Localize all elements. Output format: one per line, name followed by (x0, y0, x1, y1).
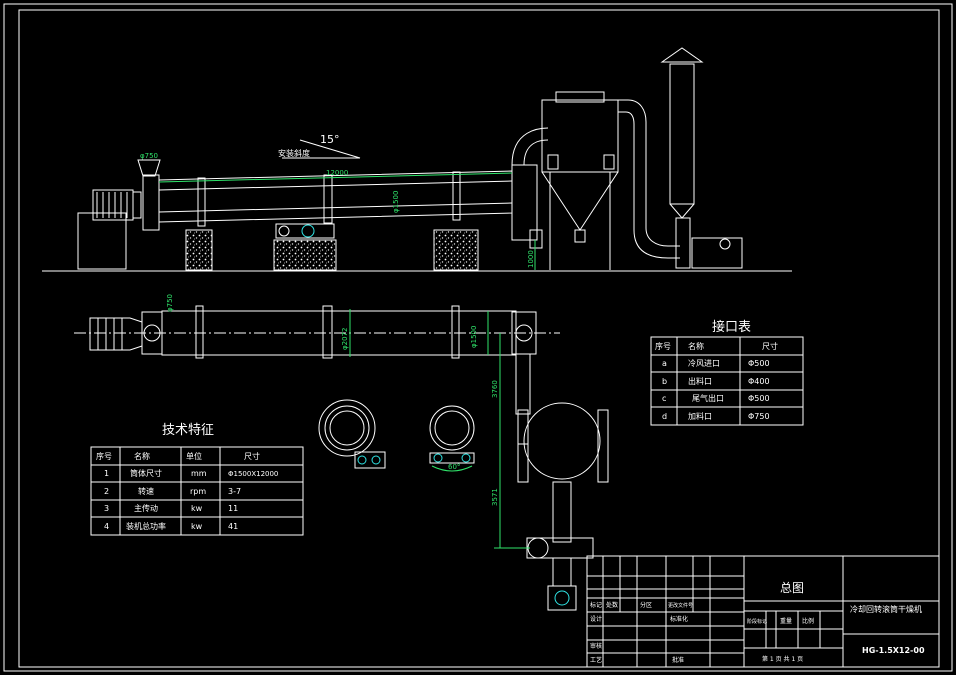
tb-zhongliang: 重量 (780, 617, 792, 625)
port-r3-c1: 加料口 (688, 411, 712, 421)
tb-fenqu: 分区 (640, 601, 652, 609)
inner-frame (18, 9, 940, 668)
port-r3-c0: d (662, 412, 667, 421)
gear-ring (323, 174, 333, 224)
tech-r2-c3: 11 (228, 504, 238, 513)
tech-r0-c1: 筒体尺寸 (130, 468, 162, 478)
tech-h2: 单位 (186, 451, 202, 461)
tech-h1: 名称 (134, 451, 150, 461)
tyre-ring-1 (197, 177, 206, 227)
tech-r3-c1: 装机总功率 (126, 521, 166, 531)
tyre-ring-2 (452, 171, 461, 221)
dim-height-3760: 3760 (491, 380, 499, 398)
section-gear (318, 399, 386, 469)
port-r1-c1: 出料口 (688, 376, 712, 386)
pier-drive (273, 239, 337, 271)
tb-biaozhunhua: 标准化 (670, 615, 688, 623)
tech-r1-c0: 2 (104, 487, 109, 496)
plan-view (74, 305, 609, 611)
tech-h0: 序号 (96, 451, 112, 461)
cyclone-plan (523, 402, 601, 480)
port-h1: 名称 (688, 341, 704, 351)
tb-drawing-title: 总图 (780, 581, 804, 595)
tech-r2-c0: 3 (104, 504, 109, 513)
port-h2: 尺寸 (762, 341, 778, 351)
duct-1 (511, 127, 549, 166)
tb-gongyi: 工艺 (590, 656, 602, 664)
dim-support-angle: 60° (448, 463, 460, 471)
tb-drawing-no: HG-1.5X12-00 (862, 646, 925, 655)
port-r2-c2: Φ500 (748, 394, 770, 403)
tb-gengai: 更改文件号 (668, 602, 693, 609)
port-r1-c0: b (662, 377, 667, 386)
outer-frame (3, 3, 953, 672)
duct-2 (618, 99, 680, 247)
tb-product-name: 冷却回转滚筒干燥机 (850, 604, 922, 614)
port-r1-c2: Φ400 (748, 377, 770, 386)
drum-elevation (158, 170, 513, 223)
dim-flange-dia: φ2072 (341, 328, 349, 350)
section-support (429, 405, 475, 472)
tech-r1-c3: 3-7 (228, 487, 241, 496)
tech-h3: 尺寸 (244, 451, 260, 461)
tech-r3-c3: 41 (228, 522, 238, 531)
tb-biaoji: 标记 (590, 601, 602, 609)
port-h0: 序号 (655, 341, 671, 351)
drive-motor (275, 223, 335, 239)
tech-table (90, 446, 304, 536)
dim-feed-dia-top: φ750 (140, 152, 158, 160)
tech-table-title: 技术特征 (162, 423, 214, 438)
title-block (586, 555, 940, 668)
exhaust-stack (669, 63, 695, 205)
tb-shenhe: 审核 (590, 642, 602, 650)
port-r3-c2: Φ750 (748, 412, 770, 421)
tb-pizhun: 批准 (672, 656, 684, 664)
dim-height-1000: 1000 (527, 250, 535, 268)
pier-1 (185, 229, 213, 271)
dim-length: 12000 (326, 169, 348, 177)
port-r0-c2: Φ500 (748, 359, 770, 368)
tech-r0-c2: mm (191, 469, 207, 478)
dim-height-3571: 3571 (491, 488, 499, 506)
tb-sheji: 设计 (590, 615, 602, 623)
tech-r2-c1: 主传动 (134, 503, 158, 513)
tb-bili: 比例 (802, 617, 814, 625)
pier-2 (433, 229, 479, 271)
port-table (650, 336, 804, 426)
tb-sheet-info: 第 1 页 共 1 页 (762, 655, 803, 663)
tech-r0-c3: Φ1500X12000 (228, 470, 278, 478)
dust-collector (541, 99, 619, 173)
elevation-view (42, 47, 792, 272)
port-r0-c0: a (662, 359, 667, 368)
port-r2-c1: 尾气出口 (692, 393, 724, 403)
dim-feed-dia-plan: φ750 (166, 294, 174, 312)
exhaust-fan (691, 237, 743, 269)
tb-chushu: 处数 (606, 601, 618, 609)
tech-r1-c1: 转速 (138, 486, 154, 496)
tech-r0-c0: 1 (104, 469, 109, 478)
feed-hopper (137, 159, 161, 177)
dim-drum-dia-top: φ1500 (392, 191, 400, 213)
port-table-title: 接口表 (712, 319, 751, 335)
tb-jieduan: 阶段标记 (747, 618, 767, 625)
discharge-hood (511, 164, 538, 241)
dim-drum-dia-plan: φ1500 (470, 326, 478, 348)
tech-r1-c2: rpm (190, 487, 206, 496)
plan-feed-inlet (143, 324, 161, 342)
feed-hood (142, 174, 160, 231)
port-r0-c1: 冷风进口 (688, 358, 720, 368)
length-dim-line (158, 172, 513, 183)
tech-r2-c2: kw (191, 504, 203, 513)
tech-r3-c2: kw (191, 522, 203, 531)
port-r2-c0: c (662, 394, 666, 403)
angle-label: 15° (320, 133, 340, 146)
slope-label: 安装斜度 (278, 148, 310, 158)
tech-r3-c0: 4 (104, 522, 109, 531)
